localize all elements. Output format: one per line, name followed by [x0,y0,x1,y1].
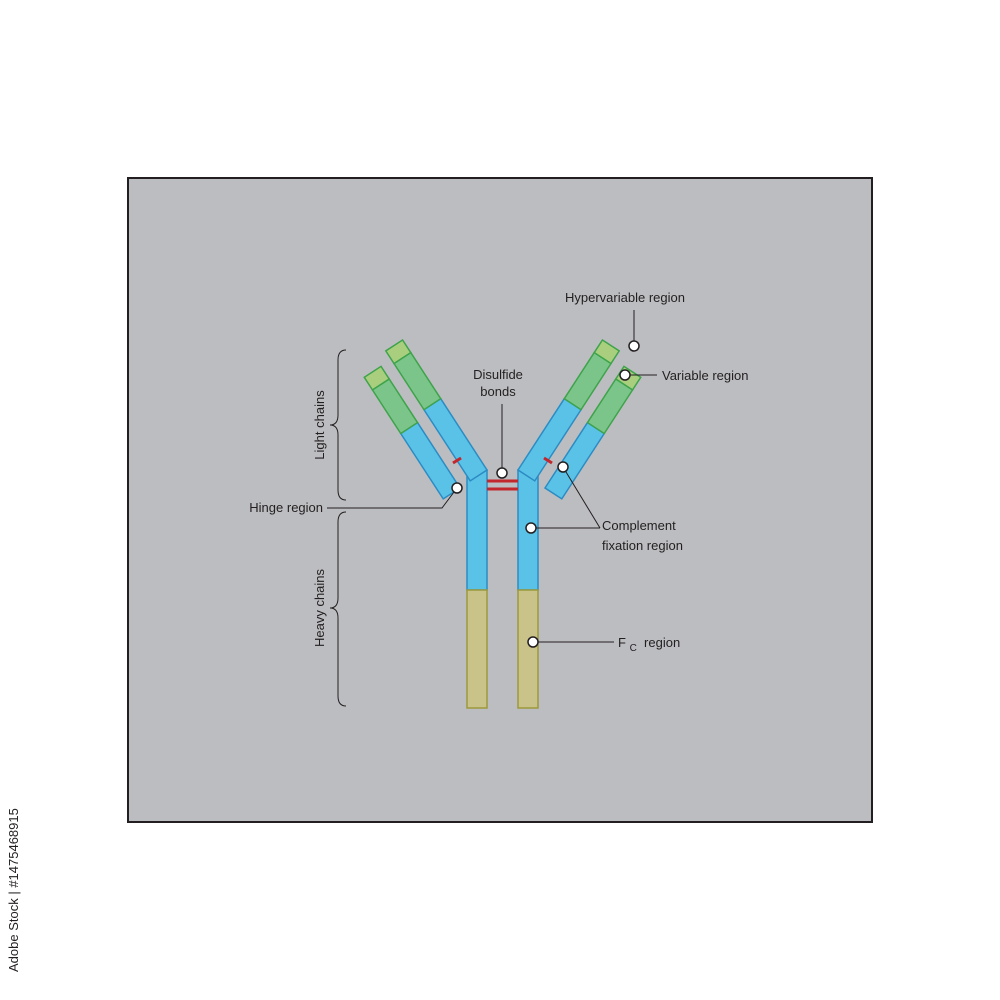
marker-hinge [451,482,463,494]
marker-disulfide [496,467,508,479]
marker-hypervariable [628,340,640,352]
marker-complement-stem [525,522,537,534]
heavy-chain-right-stem [517,469,539,709]
label-disulfide-line1: Disulfide [473,367,523,382]
braces [329,349,347,707]
label-disulfide-line2: bonds [480,384,516,399]
heavy-left-arm-hypervariable [384,338,412,365]
label-fc-region: F C region [618,635,680,654]
markers [451,340,640,648]
label-variable-region: Variable region [662,368,748,383]
disulfide-bond-right-light [543,456,553,465]
label-complement-line2: fixation region [602,538,683,553]
leader-hinge [327,487,458,509]
heavy-chain-left-arm [384,338,489,482]
stock-id-text: Adobe Stock | #1475468915 [6,808,21,972]
label-hypervariable-region: Hypervariable region [565,290,685,305]
marker-complement-arm [557,461,569,473]
leader-lines [327,310,657,643]
diagram-panel [127,177,873,823]
label-fc-main: F [618,635,626,650]
leader-complement-upper [562,466,601,529]
marker-variable [619,369,631,381]
light-left-hypervariable [363,365,391,391]
marker-fc [527,636,539,648]
label-fc-rest: region [640,635,680,650]
heavy-right-arm-hypervariable [593,338,621,365]
label-fc-subscript: C [630,643,637,654]
heavy-chain-left-fc [466,589,488,709]
heavy-chain-left-constant [466,469,488,591]
label-light-chains: Light chains [312,390,327,460]
heavy-chain-right-arm [516,338,621,482]
label-hinge-region: Hinge region [249,500,323,515]
light-chain-left [363,365,462,500]
heavy-chains-brace [329,511,347,707]
light-chains-brace [329,349,347,501]
disulfide-bonds [452,456,553,491]
label-heavy-chains: Heavy chains [312,568,327,647]
label-complement-line1: Complement [602,518,676,533]
heavy-chain-left-stem [466,469,488,709]
heavy-chain-right-fc [517,589,539,709]
disulfide-bond-left-light [452,456,462,465]
